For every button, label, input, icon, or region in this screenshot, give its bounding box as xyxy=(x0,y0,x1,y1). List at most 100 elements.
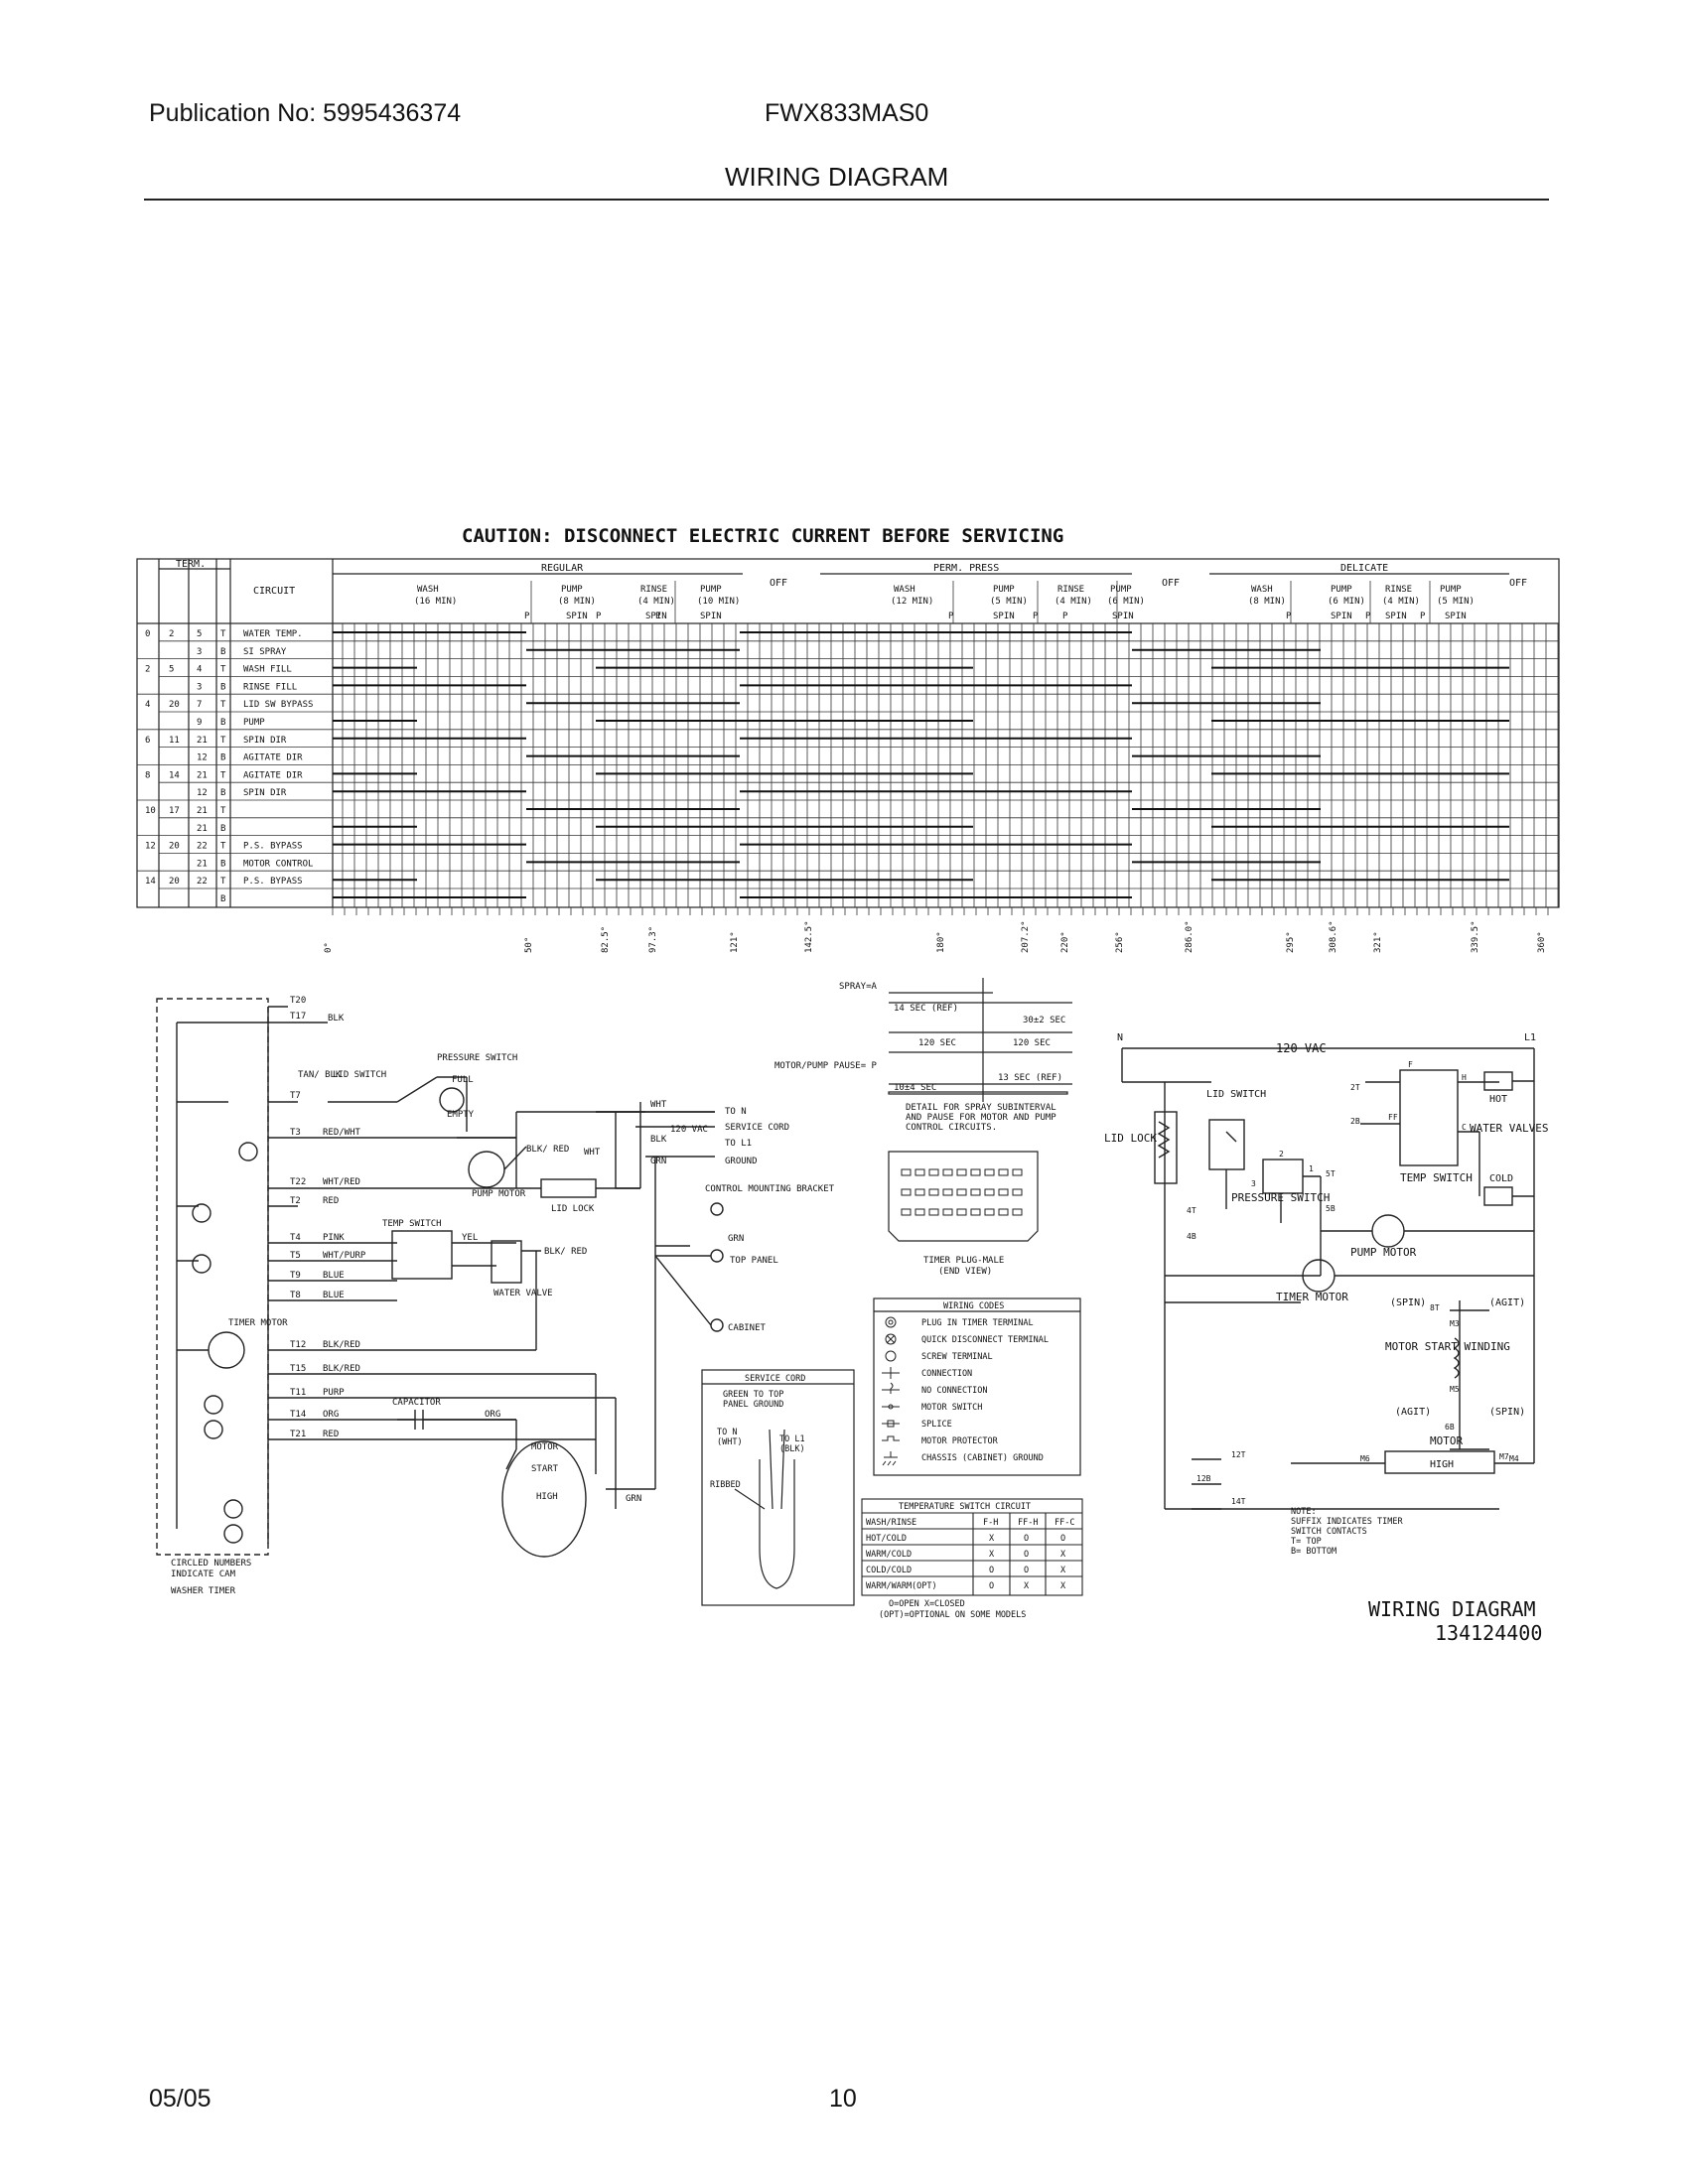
svg-text:14T: 14T xyxy=(1231,1497,1246,1506)
temp-table-header: F-H xyxy=(983,1518,998,1528)
chart-term-cell: 21 xyxy=(197,770,208,780)
right-schematic-labels: N L1 120 VAC LID SWITCH LID LOCK PRESSUR… xyxy=(1104,1032,1548,1557)
chart-tb-cell: T xyxy=(220,806,226,816)
svg-text:MOTOR SWITCH: MOTOR SWITCH xyxy=(921,1403,982,1413)
svg-text:PRESSURE SWITCH: PRESSURE SWITCH xyxy=(437,1053,517,1063)
svg-text:EMPTY: EMPTY xyxy=(447,1110,475,1120)
spray-detail xyxy=(888,978,1072,1242)
plug-pin xyxy=(914,1168,925,1176)
page-title: WIRING DIAGRAM xyxy=(725,162,949,192)
chart-pause-label: P xyxy=(1365,612,1371,621)
svg-text:120 VAC: 120 VAC xyxy=(1276,1041,1327,1055)
svg-text:TIMER MOTOR: TIMER MOTOR xyxy=(1276,1291,1348,1303)
plug-pin xyxy=(928,1208,939,1216)
wiring-codes-symbols xyxy=(882,1316,900,1466)
svg-text:CONNECTION: CONNECTION xyxy=(921,1369,972,1379)
chart-cam-cell: 0 xyxy=(145,629,150,639)
svg-text:C: C xyxy=(1462,1123,1467,1132)
chart-degree-label: 339.5° xyxy=(1471,920,1480,953)
chart-degree-label: 180° xyxy=(936,931,946,953)
temp-table-cell: WARM/COLD xyxy=(866,1550,912,1560)
chart-spin-label: SPIN xyxy=(1445,612,1467,621)
chart-term-cell: 3 xyxy=(197,682,202,692)
svg-text:M6: M6 xyxy=(1360,1454,1370,1463)
plug-pin xyxy=(901,1168,912,1176)
timer-chart-bars xyxy=(333,631,1509,898)
chart-tb-cell: T xyxy=(220,770,226,780)
svg-text:120 VAC: 120 VAC xyxy=(670,1125,708,1135)
chart-degree-label: 207.2° xyxy=(1021,920,1031,953)
chart-term-cell: 21 xyxy=(197,859,208,869)
chart-step-duration: (5 MIN) xyxy=(1437,597,1475,607)
svg-text:H: H xyxy=(1462,1073,1467,1082)
chart-step-label: PUMP xyxy=(561,585,583,595)
right-schematic xyxy=(1121,1047,1535,1510)
svg-text:(END VIEW): (END VIEW) xyxy=(938,1267,992,1277)
svg-text:BLK/RED: BLK/RED xyxy=(323,1340,360,1350)
svg-text:HIGH: HIGH xyxy=(536,1492,558,1502)
svg-text:COLD: COLD xyxy=(1489,1173,1513,1184)
svg-text:(SPIN): (SPIN) xyxy=(1390,1297,1426,1308)
svg-text:DETAIL FOR SPRAY SUBINTERVAL: DETAIL FOR SPRAY SUBINTERVAL xyxy=(906,1103,1056,1113)
svg-text:RIBBED: RIBBED xyxy=(710,1480,741,1490)
plug-pin xyxy=(984,1168,995,1176)
chart-step-label: RINSE xyxy=(1057,585,1084,595)
svg-text:4B: 4B xyxy=(1187,1232,1196,1241)
chart-pause-label: P xyxy=(524,612,530,621)
temp-table-header: FF-H xyxy=(1018,1518,1038,1528)
timer-plug-pins xyxy=(901,1168,1023,1216)
model-number: FWX833MAS0 xyxy=(765,99,929,127)
plug-pin xyxy=(1012,1208,1023,1216)
svg-text:MOTOR PROTECTOR: MOTOR PROTECTOR xyxy=(921,1436,999,1446)
plug-pin xyxy=(928,1168,939,1176)
svg-text:120 SEC: 120 SEC xyxy=(1013,1038,1051,1048)
svg-text:PUMP MOTOR: PUMP MOTOR xyxy=(1350,1246,1417,1259)
svg-text:MOTOR: MOTOR xyxy=(1430,1434,1463,1447)
plug-pin xyxy=(942,1188,953,1196)
svg-text:N: N xyxy=(1117,1032,1123,1043)
temp-table-header: WASH/RINSE xyxy=(866,1518,916,1528)
chart-step-duration: (4 MIN) xyxy=(1055,597,1092,607)
svg-text:TIMER MOTOR: TIMER MOTOR xyxy=(228,1318,288,1328)
svg-text:WATER VALVE: WATER VALVE xyxy=(493,1289,553,1298)
chart-degree-label: 360° xyxy=(1537,931,1547,953)
svg-text:PUMP MOTOR: PUMP MOTOR xyxy=(472,1189,526,1199)
chart-term-cell: 12 xyxy=(197,788,208,798)
svg-text:10±4 SEC: 10±4 SEC xyxy=(894,1083,936,1093)
timer-chart-step-headers: WASH(16 MIN)PUMP(8 MIN)RINSE(4 MIN)PUMP(… xyxy=(414,585,1475,621)
chart-cam-cell: 10 xyxy=(145,806,156,816)
temp-table-header: FF-C xyxy=(1055,1518,1074,1528)
chart-step-label: RINSE xyxy=(640,585,667,595)
chart-pause-label: P xyxy=(1420,612,1426,621)
svg-text:BLUE: BLUE xyxy=(323,1271,345,1281)
svg-text:LID SWITCH: LID SWITCH xyxy=(333,1070,386,1080)
svg-text:BLK/ RED: BLK/ RED xyxy=(526,1145,569,1155)
svg-text:TOP PANEL: TOP PANEL xyxy=(730,1256,778,1266)
temp-table-cell: X xyxy=(1024,1581,1030,1591)
chart-tb-cell: T xyxy=(220,877,226,887)
chart-step-label: PUMP xyxy=(993,585,1015,595)
svg-text:GRN: GRN xyxy=(728,1234,744,1244)
svg-text:WHT: WHT xyxy=(650,1100,667,1110)
svg-text:MOTOR/PUMP PAUSE= P: MOTOR/PUMP PAUSE= P xyxy=(774,1061,878,1071)
chart-pause-label: P xyxy=(1062,612,1068,621)
plug-pin xyxy=(956,1208,967,1216)
chart-spin-label: SPIN xyxy=(1385,612,1407,621)
chart-term-cell: 22 xyxy=(197,842,208,852)
svg-text:T11: T11 xyxy=(290,1388,306,1398)
chart-spin-label: SPIN xyxy=(1112,612,1134,621)
chart-tb-cell: B xyxy=(220,788,225,798)
temperature-switch-table-text: TEMPERATURE SWITCH CIRCUIT O=OPEN X=CLOS… xyxy=(866,1502,1074,1620)
chart-degree-label: 321° xyxy=(1373,931,1383,953)
svg-text:TEMP SWITCH: TEMP SWITCH xyxy=(1400,1171,1473,1184)
chart-step-label: RINSE xyxy=(1385,585,1412,595)
svg-text:T7: T7 xyxy=(290,1091,301,1101)
svg-text:T= TOP: T= TOP xyxy=(1291,1537,1322,1547)
temp-table-cell: O xyxy=(989,1581,994,1591)
svg-text:T8: T8 xyxy=(290,1291,301,1300)
plug-pin xyxy=(956,1188,967,1196)
svg-text:BLK/ RED: BLK/ RED xyxy=(544,1247,587,1257)
chart-tb-cell: B xyxy=(220,753,225,763)
chart-cam-cell: 12 xyxy=(145,842,156,852)
plug-pin xyxy=(984,1188,995,1196)
